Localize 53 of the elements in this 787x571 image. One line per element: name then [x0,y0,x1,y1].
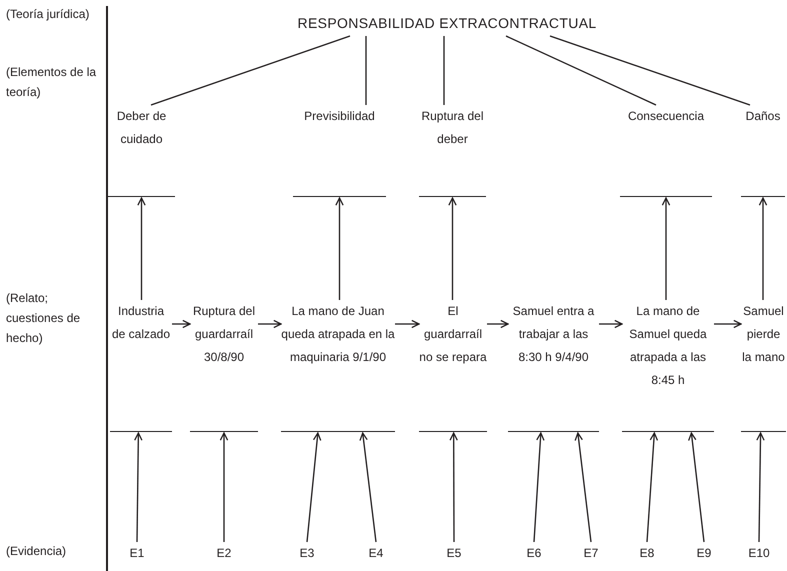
arrow [137,197,146,300]
connector-line [365,36,367,105]
evidence-label: E9 [696,545,712,562]
evidence-label: E7 [584,545,598,562]
arrow [646,432,658,542]
row-label: (Teoría jurídica) [6,6,90,23]
element-label: Consecuencia [628,108,704,125]
arrow [258,320,282,328]
arrow [758,197,768,300]
connector-line [506,35,656,106]
arrow [714,320,742,328]
evidence-label: E6 [526,545,542,562]
arrow [306,432,322,542]
arrow [134,432,143,542]
evidence-label: E1 [130,545,144,562]
arrow [449,432,458,542]
row-label: (Evidencia) [6,543,68,560]
arrow [662,197,670,300]
arrow [335,197,344,300]
element-label: Ruptura del deber [420,108,485,148]
fact-text: Ruptura del guardarraíl 30/8/90 [192,303,256,366]
evidence-label: E3 [300,545,314,562]
evidence-label: E5 [446,545,462,562]
fact-text: Samuel entra a trabajar a las 8:30 h 9/4/90 [512,303,596,366]
fact-text: Industria de calzado [110,303,172,343]
arrow [533,432,545,542]
arrow [395,320,420,328]
row-label: (Relato; cuestiones de hecho) [6,290,82,347]
arrow [172,320,191,328]
arrow [487,320,509,328]
connector-line [150,35,350,106]
arrow [220,432,228,542]
connector-line [550,35,750,106]
evidence-label: E4 [368,545,384,562]
row-label: (Elementos de la teoría) [6,64,98,101]
fact-text: La mano de Samuel queda atrapada a las 8:45 h [628,303,708,389]
evidence-label: E10 [748,545,770,562]
connector-line [443,36,445,105]
fact-text: Samuel pierde la mano [741,303,786,366]
evidence-label: E2 [216,545,232,562]
element-label: Daños [746,108,780,125]
arrow [756,432,765,542]
element-label: Previsibilidad [304,108,375,125]
evidence-label: E8 [640,545,654,562]
fact-text: La mano de Juan queda atrapada en la maquinaria 9/1/90 [281,303,395,366]
arrow [448,197,457,300]
arrow [359,432,377,542]
element-label: Deber de cuidado [116,108,168,148]
arrow [574,432,592,542]
fact-text: El guardarraíl no se repara [419,303,487,366]
theory-title: RESPONSABILIDAD EXTRACONTRACTUAL [297,14,597,32]
arrow [599,320,623,328]
arrow [688,432,705,542]
